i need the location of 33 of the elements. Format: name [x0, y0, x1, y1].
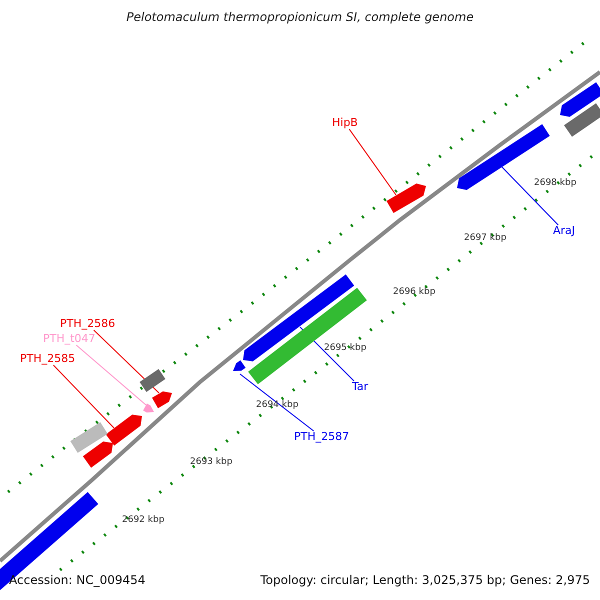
gene-block: [143, 404, 154, 412]
gene-block: [233, 360, 246, 371]
gene-label: AraJ: [553, 225, 576, 238]
leader-line: [93, 330, 160, 394]
scale-label: 2695 kbp: [324, 344, 366, 354]
leader-line: [52, 364, 114, 428]
gene-block: [140, 369, 166, 392]
gene-label: HipB: [332, 117, 358, 130]
gene-block: [106, 414, 142, 446]
gene-block: [564, 103, 600, 137]
scale-label: 2692 kbp: [122, 516, 164, 526]
leader-line: [240, 374, 314, 432]
gene-label: Tar: [352, 381, 368, 394]
footer-text: Topology: circular; Length: 3,025,375 bp; Genes: 2,975: [260, 574, 590, 588]
scale-label: 2697 kbp: [464, 234, 506, 244]
gene-block: [82, 442, 113, 468]
gene-label: PTH_2585: [20, 353, 76, 366]
gene-label: PTH_t047: [43, 333, 96, 346]
gene-block: [70, 422, 108, 453]
scale-label: 2693 kbp: [190, 458, 232, 468]
title: Pelotomaculum thermopropionicum SI, complete genome: [125, 11, 475, 24]
gene-block: [152, 391, 172, 408]
footer-text: Accession: NC_009454: [9, 574, 146, 588]
scale-label: 2698 kbp: [534, 179, 576, 189]
leader-line: [76, 344, 146, 406]
leader-line: [500, 166, 559, 226]
leader-line: [348, 128, 396, 196]
scale-label: 2694 kbp: [256, 401, 298, 411]
gene-label: PTH_2586: [60, 318, 116, 330]
scale-label: 2696 kbp: [393, 288, 436, 298]
gene-label: PTH_2587: [294, 431, 350, 444]
gene-block: [560, 82, 600, 117]
gene-block: [386, 184, 426, 213]
